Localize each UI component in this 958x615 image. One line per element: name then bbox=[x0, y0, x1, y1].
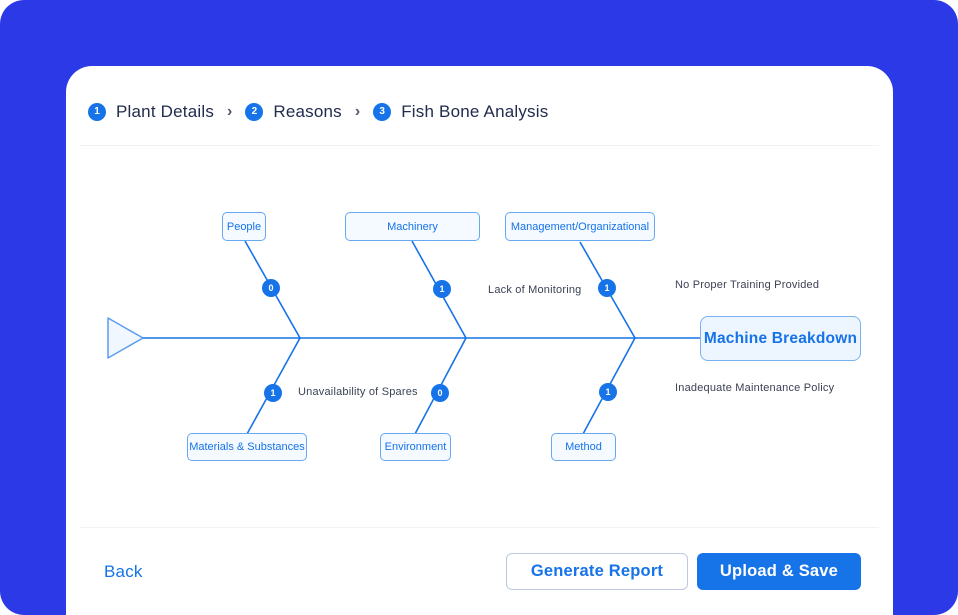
category-box-environment[interactable]: Environment bbox=[380, 433, 451, 461]
step-2-label: Reasons bbox=[273, 101, 342, 121]
step-fish-bone-analysis[interactable]: 3 Fish Bone Analysis bbox=[373, 102, 548, 122]
category-box-method[interactable]: Method bbox=[551, 433, 616, 461]
wizard-card: 1 Plant Details › 2 Reasons › 3 Fish Bon… bbox=[66, 66, 893, 615]
step-2-number-badge: 2 bbox=[245, 102, 264, 121]
footer-divider bbox=[80, 527, 879, 528]
step-1-number-badge: 1 bbox=[88, 102, 106, 121]
chevron-right-icon: › bbox=[227, 102, 233, 120]
cause-label-lack-of-monitoring: Lack of Monitoring bbox=[488, 284, 582, 296]
upload-save-button[interactable]: Upload & Save bbox=[697, 553, 861, 590]
generate-report-button[interactable]: Generate Report bbox=[506, 553, 688, 590]
footer-actions: Back Generate Report Upload & Save bbox=[66, 528, 893, 615]
category-box-materials-substances[interactable]: Materials & Substances bbox=[187, 433, 307, 461]
cause-label-inadequate-maintenance-policy: Inadequate Maintenance Policy bbox=[675, 382, 835, 394]
count-badge-method: 1 bbox=[599, 383, 617, 401]
step-3-number-badge: 3 bbox=[373, 102, 392, 121]
step-reasons[interactable]: 2 Reasons bbox=[245, 102, 342, 122]
count-badge-machinery: 1 bbox=[433, 280, 451, 298]
header-divider bbox=[80, 145, 879, 146]
category-box-machinery[interactable]: Machinery bbox=[345, 212, 480, 241]
count-badge-people: 0 bbox=[262, 279, 280, 297]
count-badge-environment: 0 bbox=[431, 384, 449, 402]
cause-label-unavailability-of-spares: Unavailability of Spares bbox=[298, 386, 418, 398]
step-1-label: Plant Details bbox=[116, 101, 215, 121]
fish-tail-icon bbox=[107, 317, 144, 359]
stepper: 1 Plant Details › 2 Reasons › 3 Fish Bon… bbox=[66, 66, 893, 145]
category-box-people[interactable]: People bbox=[222, 212, 266, 241]
category-box-management-organizational[interactable]: Management/Organizational bbox=[505, 212, 655, 241]
step-3-label: Fish Bone Analysis bbox=[401, 101, 549, 121]
fishbone-diagram: People Machinery Management/Organization… bbox=[66, 146, 893, 527]
problem-statement-box: Machine Breakdown bbox=[700, 316, 861, 361]
back-button[interactable]: Back bbox=[104, 561, 143, 581]
count-badge-management: 1 bbox=[598, 279, 616, 297]
step-plant-details[interactable]: 1 Plant Details bbox=[88, 102, 214, 122]
count-badge-materials: 1 bbox=[264, 384, 282, 402]
chevron-right-icon: › bbox=[354, 102, 361, 120]
cause-label-no-proper-training: No Proper Training Provided bbox=[675, 279, 820, 291]
